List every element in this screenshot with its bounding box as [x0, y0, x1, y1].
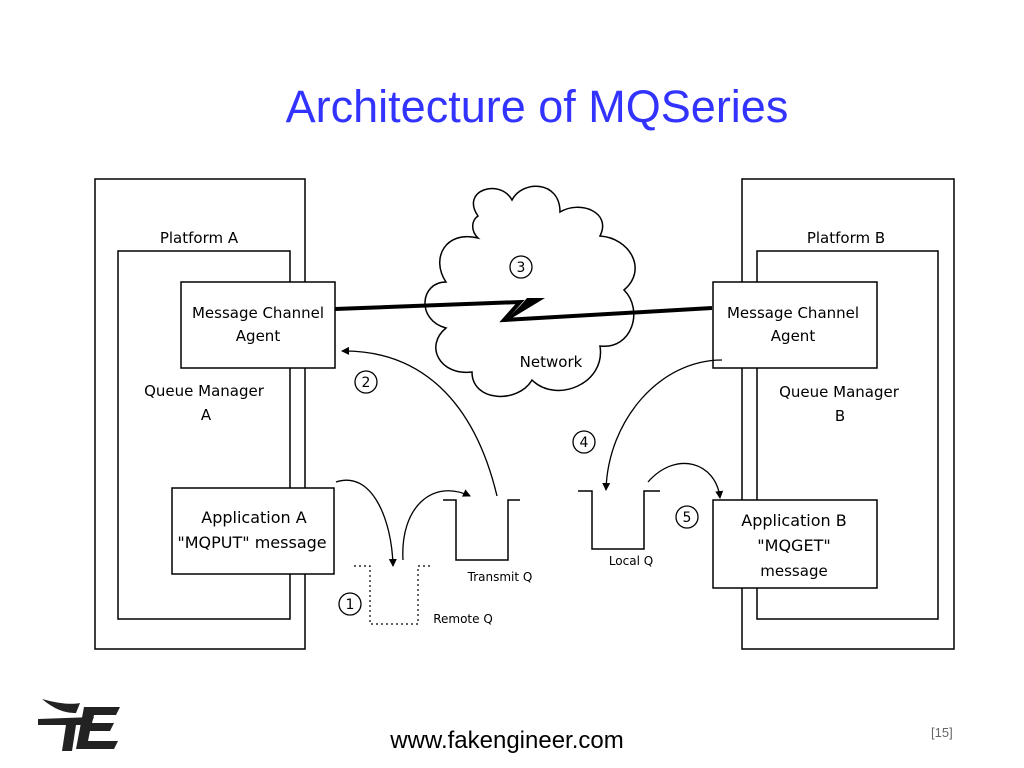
queue-manager-b-label-line2: B [835, 407, 845, 425]
application-b-label-line2: "MQGET" [757, 536, 830, 555]
platform-a-outer-box [94, 178, 306, 650]
application-a-label-line1: Application A [201, 508, 306, 527]
step-2-marker: 2 [354, 370, 378, 394]
queue-manager-a-label-line2: A [201, 406, 212, 424]
step-3-label: 3 [517, 260, 526, 276]
step-markers: 1 2 3 4 5 [338, 255, 699, 616]
footer-url: www.fakengineer.com [390, 727, 624, 754]
step-1-marker: 1 [338, 592, 362, 616]
lightning-bolt [504, 298, 545, 322]
application-b-label-line1: Application B [741, 511, 846, 530]
mca-a-box [180, 281, 336, 369]
arrow-mca-b-to-local-q [602, 359, 723, 491]
remote-queue-shape [354, 565, 432, 625]
step-5-label: 5 [683, 510, 692, 526]
network-label: Network [520, 353, 583, 371]
step-1-label: 1 [346, 597, 355, 613]
platform-a: Platform A Message Channel Agent Queue M… [94, 178, 336, 650]
queue-manager-b-box [756, 250, 939, 620]
transmit-queue-label: Transmit Q [467, 570, 533, 584]
step-5-marker: 5 [675, 505, 699, 529]
platform-b-label: Platform B [807, 229, 885, 247]
application-b-label-line3: message [760, 562, 827, 580]
queue-manager-b-label-line1: Queue Manager [779, 383, 900, 401]
arrow-transmit-q-to-mca-a [341, 346, 498, 497]
arrow-app-a-to-remote-q [335, 479, 397, 567]
fakengineer-logo [38, 699, 120, 751]
application-a-label-line2: "MQPUT" message [177, 533, 326, 552]
transmit-queue: Transmit Q [443, 499, 533, 584]
application-a-box [171, 487, 335, 575]
platform-a-label: Platform A [160, 229, 239, 247]
queue-manager-a-box [117, 250, 291, 620]
step-2-label: 2 [362, 375, 371, 391]
platform-b-label-bg [797, 227, 893, 249]
network-cloud: Network [424, 185, 636, 398]
queue-manager-a-label-line1: Queue Manager [144, 382, 265, 400]
flow-arrows [335, 346, 724, 567]
page-number: [15] [931, 725, 953, 740]
platform-a-label-bg [150, 227, 250, 249]
platform-b-outer-box [741, 178, 955, 650]
remote-queue: Remote Q [354, 565, 493, 626]
arrow-remote-q-to-transmit-q [402, 489, 471, 561]
local-queue: Local Q [578, 490, 660, 568]
slide-title: Architecture of MQSeries [285, 81, 789, 132]
mca-b-box [712, 281, 878, 369]
mca-b-label-line2: Agent [771, 327, 816, 345]
cloud-shape [424, 185, 636, 398]
mca-b-label-line1: Message Channel [727, 304, 859, 322]
step-3-marker: 3 [509, 255, 533, 279]
channel-lightning-line [334, 299, 713, 323]
application-b-box [712, 499, 878, 589]
arrow-local-q-to-app-b [647, 462, 724, 499]
step-4-marker: 4 [572, 430, 596, 454]
step-4-label: 4 [580, 435, 589, 451]
mca-a-label-line2: Agent [236, 327, 281, 345]
channel-link [334, 298, 713, 323]
remote-queue-label: Remote Q [433, 612, 493, 626]
mca-a-label-line1: Message Channel [192, 304, 324, 322]
local-queue-shape [578, 490, 660, 550]
platform-b: Platform B Message Channel Agent Queue M… [712, 178, 955, 650]
transmit-queue-shape [443, 499, 520, 561]
local-queue-label: Local Q [609, 554, 653, 568]
